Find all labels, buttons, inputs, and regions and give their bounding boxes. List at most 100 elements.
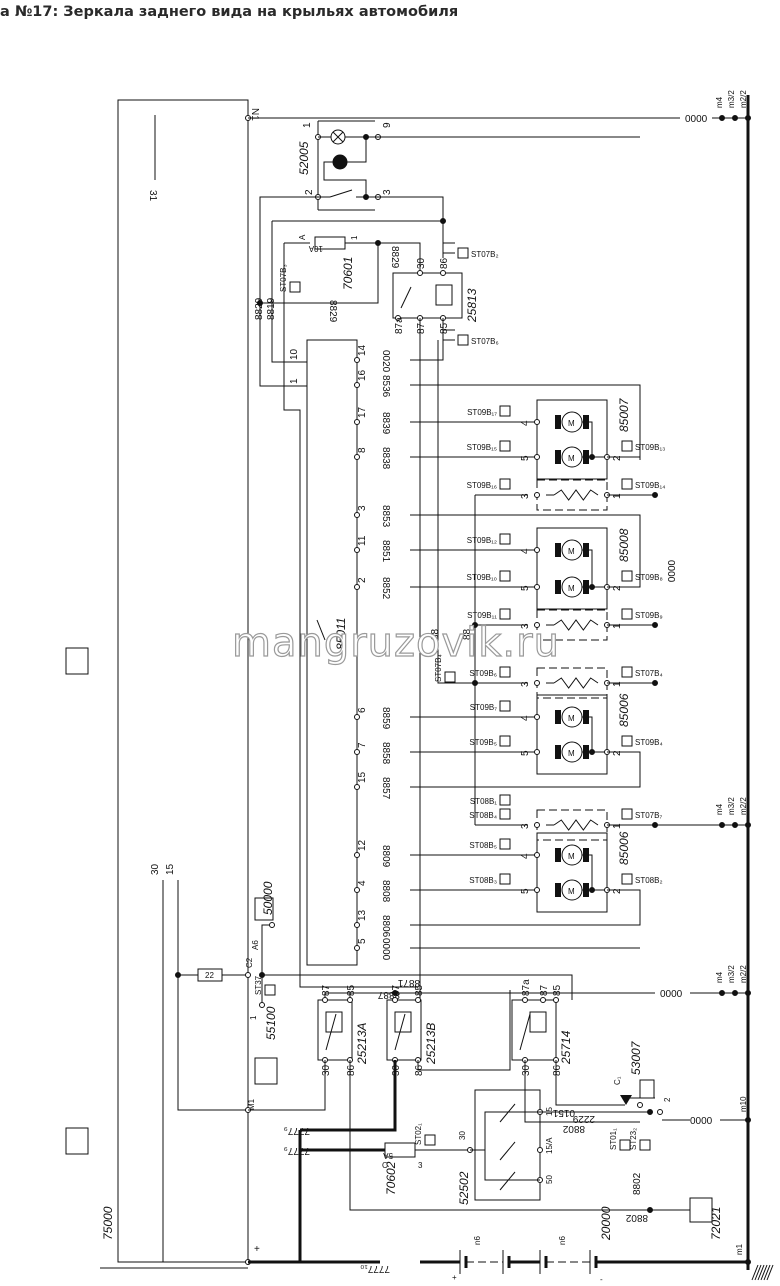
junction-dot: [732, 115, 738, 121]
node-label: 1: [249, 1015, 258, 1020]
motor-letter: M: [568, 714, 575, 723]
junction-dot: [363, 134, 369, 140]
splice-connector: [621, 440, 633, 452]
wire-label: 8829: [254, 297, 265, 320]
wire-label: 7777₉: [284, 1145, 310, 1156]
wire: [260, 242, 379, 304]
wire-label: 7777₁₀: [360, 1263, 390, 1274]
relay-box: [511, 999, 557, 1061]
junction-dot: [589, 454, 595, 460]
splice-label: ST08B₅: [469, 841, 497, 850]
splice-connector: [621, 873, 633, 885]
pin-label: 15: [357, 771, 368, 783]
junction-dot: [652, 680, 658, 686]
relay-pin: 86: [439, 257, 450, 269]
splice-label: ST08B₄: [469, 811, 497, 820]
mirror-motor-box: [536, 399, 608, 480]
relay-box: [392, 272, 463, 319]
mirror-switch-icon: [254, 1057, 278, 1085]
fuse-rating: 22: [205, 971, 214, 980]
splice-label: ST09B₈: [635, 573, 663, 582]
lamp-pin: 2: [304, 189, 315, 195]
wire: [262, 974, 573, 1000]
node-label: +: [254, 1244, 260, 1255]
wire-label: 8859: [380, 707, 391, 730]
terminal: [534, 547, 540, 553]
module-pin: [354, 419, 360, 425]
mirror-pin: 1: [612, 493, 623, 499]
motor-letter: M: [568, 749, 575, 758]
component-id: 53007: [629, 1040, 643, 1075]
mirror-pin: 3: [520, 823, 531, 829]
mirror-pin: 2: [612, 585, 623, 591]
splice-connector: [499, 700, 511, 712]
mirror-pin: 3: [520, 623, 531, 629]
relay-pin: 85: [346, 984, 357, 996]
ground-label: m3/2: [727, 965, 736, 983]
splice-connector: [621, 478, 633, 490]
splice-label: ST08B₃: [469, 876, 497, 885]
splice-label: ST09B₁₆: [467, 481, 497, 490]
heater-element-icon: [553, 819, 599, 831]
splice-label: ST09B₁₄: [635, 481, 665, 490]
motor-letter: M: [568, 887, 575, 896]
splice-label: ST09B₁₅: [467, 443, 497, 452]
node-label: 15: [165, 863, 176, 875]
wire: [299, 965, 418, 988]
node-label: 2: [663, 1097, 672, 1102]
terminal: [534, 887, 540, 893]
relay-switch-icon: [400, 286, 412, 309]
wire: [248, 1060, 326, 1111]
module-switch-icon: [316, 619, 326, 641]
component-id: 70602: [384, 1161, 398, 1195]
component-id: 70601: [341, 257, 355, 290]
junction-dot: [472, 622, 478, 628]
wire-label: 8808: [380, 880, 391, 903]
splice-label: ST07B₆: [471, 337, 499, 346]
motor-letter: M: [568, 454, 575, 463]
pin-label: 5: [357, 938, 368, 944]
splice-connector: [424, 1134, 436, 1146]
wire-label: 8802: [632, 1172, 643, 1195]
component-id: 52502: [457, 1171, 471, 1205]
wire: [582, 549, 607, 588]
ignition-contact-icon: [499, 1141, 516, 1161]
wire: [177, 880, 248, 1111]
splice-connector: [499, 735, 511, 747]
relay-pin: 30: [321, 1064, 332, 1076]
splice-connector: [499, 666, 511, 678]
node-label: +: [452, 1273, 457, 1282]
module-pin: [354, 382, 360, 388]
pin-label: 13: [357, 909, 368, 921]
splice-connector: [499, 440, 511, 452]
junction-dot: [732, 822, 738, 828]
ground-label: m4: [715, 96, 724, 108]
fuse-feed-wire: [283, 243, 301, 965]
junction-dot: [589, 887, 595, 893]
node-label: N1: [249, 108, 260, 121]
cell-count: n6: [473, 1236, 482, 1245]
wire-label: 88: [462, 628, 473, 640]
ground-label: m3/2: [727, 797, 736, 815]
wire-label: 0000: [380, 938, 391, 961]
node-label: C2: [245, 957, 254, 968]
junction-dot: [589, 584, 595, 590]
splice-label: ST09B₇: [470, 703, 497, 712]
wire-label: 8858: [380, 742, 391, 765]
wire: [347, 137, 367, 163]
splice-connector: [621, 570, 633, 582]
relay-coil-icon: [325, 1011, 343, 1033]
splice-connector: [264, 984, 276, 996]
relay-switch-icon: [519, 1013, 531, 1051]
relay-pin: 87: [321, 984, 332, 996]
splice-connector: [499, 478, 511, 490]
splice-connector: [499, 794, 511, 806]
mirror-motor-box: [536, 832, 608, 913]
wire-label: 8887: [377, 989, 400, 1000]
mirror-heater-icon: [65, 647, 89, 675]
terminal: [657, 1109, 663, 1115]
terminal: [534, 584, 540, 590]
mirror-pin: 5: [520, 585, 531, 591]
relay-pin: 30: [416, 257, 427, 269]
wire: [323, 161, 367, 197]
